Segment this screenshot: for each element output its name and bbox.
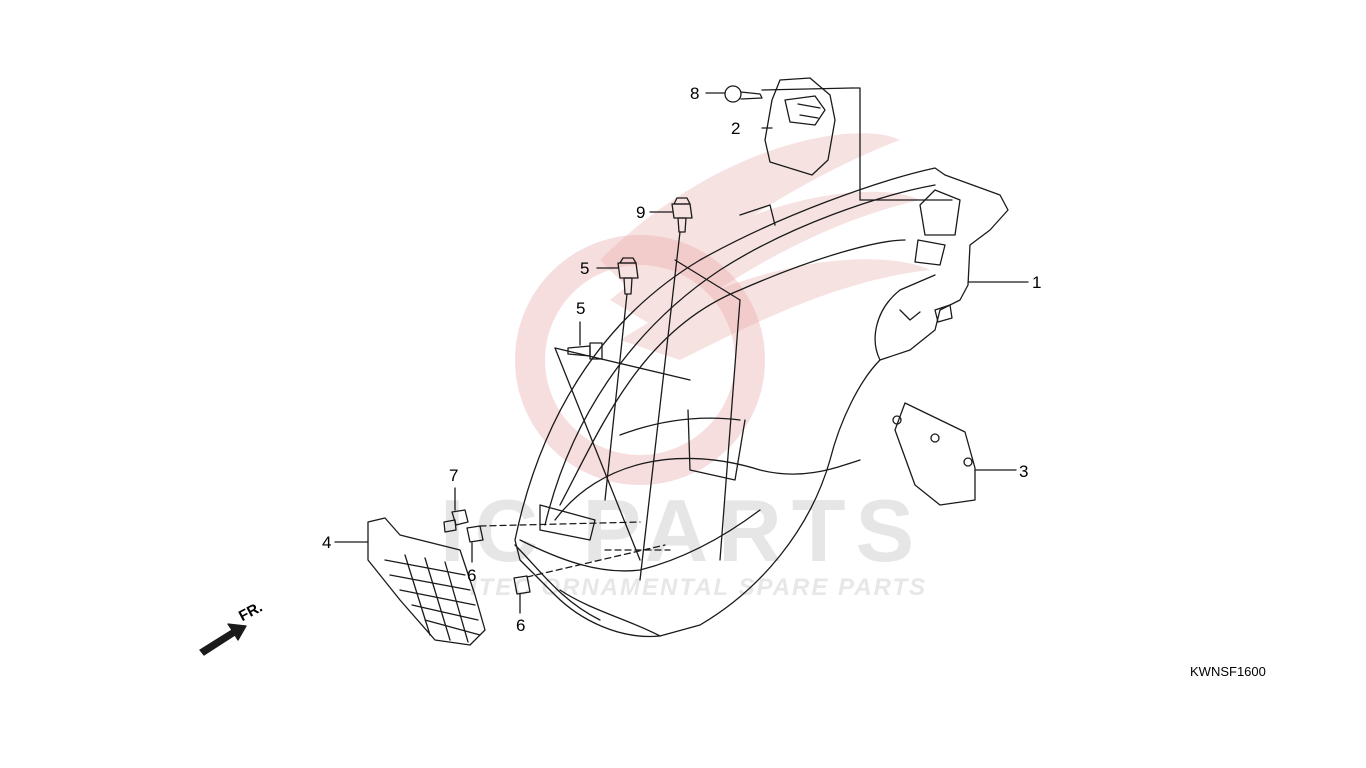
luggage-box	[514, 167, 1009, 638]
part-5-bolt-lower	[567, 342, 603, 360]
part-6-clip-left	[466, 525, 484, 543]
callout-9: 9	[636, 203, 646, 222]
part-4-grate	[367, 517, 486, 646]
callout-8: 8	[690, 84, 700, 103]
diagram-code: KWNSF1600	[1190, 664, 1266, 679]
callout-1: 1	[1032, 273, 1042, 292]
callout-6-left: 6	[467, 566, 477, 585]
part-3-plate	[892, 402, 976, 506]
part-7-fastener	[443, 509, 469, 533]
callout-2: 2	[731, 119, 741, 138]
callout-5-upper: 5	[580, 259, 590, 278]
leader-lines	[334, 87, 1029, 614]
callout-6-right: 6	[516, 616, 526, 635]
part-8-screw	[724, 85, 763, 103]
part-5-bolt-upper	[617, 257, 639, 295]
part-2-cover	[764, 77, 836, 176]
callout-3: 3	[1019, 462, 1029, 481]
part-9-bolt	[671, 197, 693, 233]
part-6-clip-right	[513, 575, 531, 595]
callout-7: 7	[449, 466, 459, 485]
callout-4: 4	[322, 533, 332, 552]
front-arrow	[199, 623, 247, 656]
watermark-brand: IC PARTS	[440, 481, 925, 580]
callout-5-lower: 5	[576, 299, 586, 318]
